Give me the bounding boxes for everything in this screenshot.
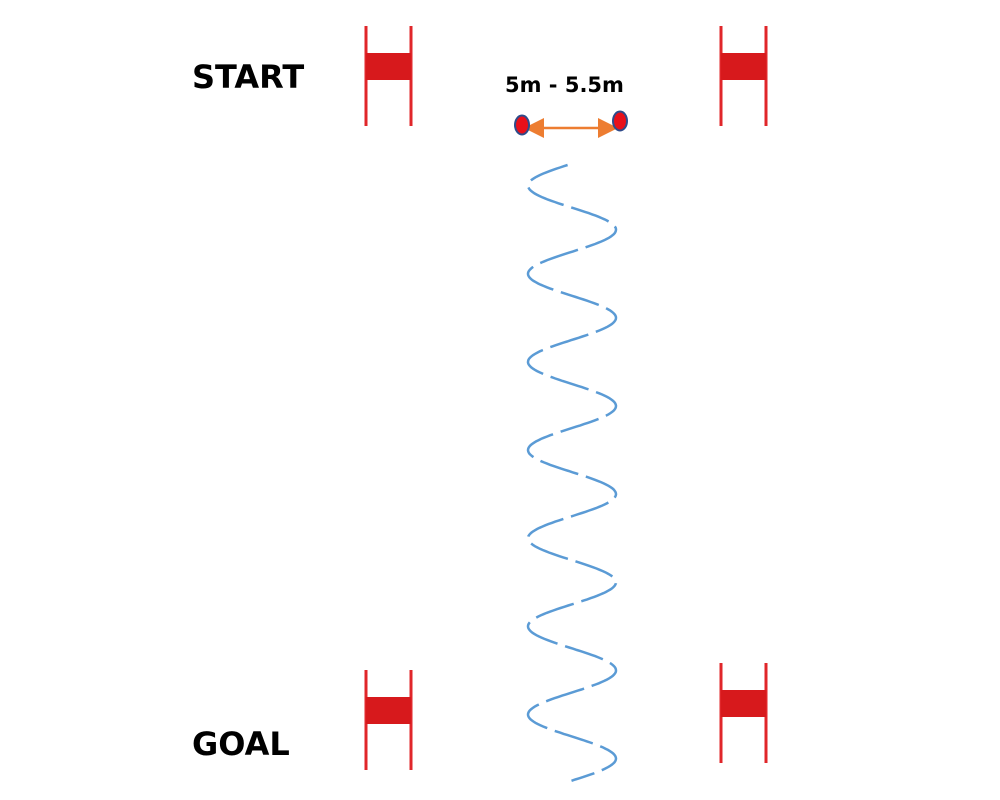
- start-gate-left: [364, 26, 413, 126]
- start-label: START: [192, 58, 305, 96]
- goal-label: GOAL: [192, 725, 290, 763]
- cone-left: [514, 114, 530, 136]
- start-gate-right: [719, 26, 768, 126]
- zigzag-run-path: [526, 163, 618, 782]
- distance-label: 5m - 5.5m: [505, 73, 624, 97]
- cone-right: [612, 110, 628, 132]
- goal-gate-right: [719, 663, 768, 763]
- goal-gate-left: [364, 670, 413, 770]
